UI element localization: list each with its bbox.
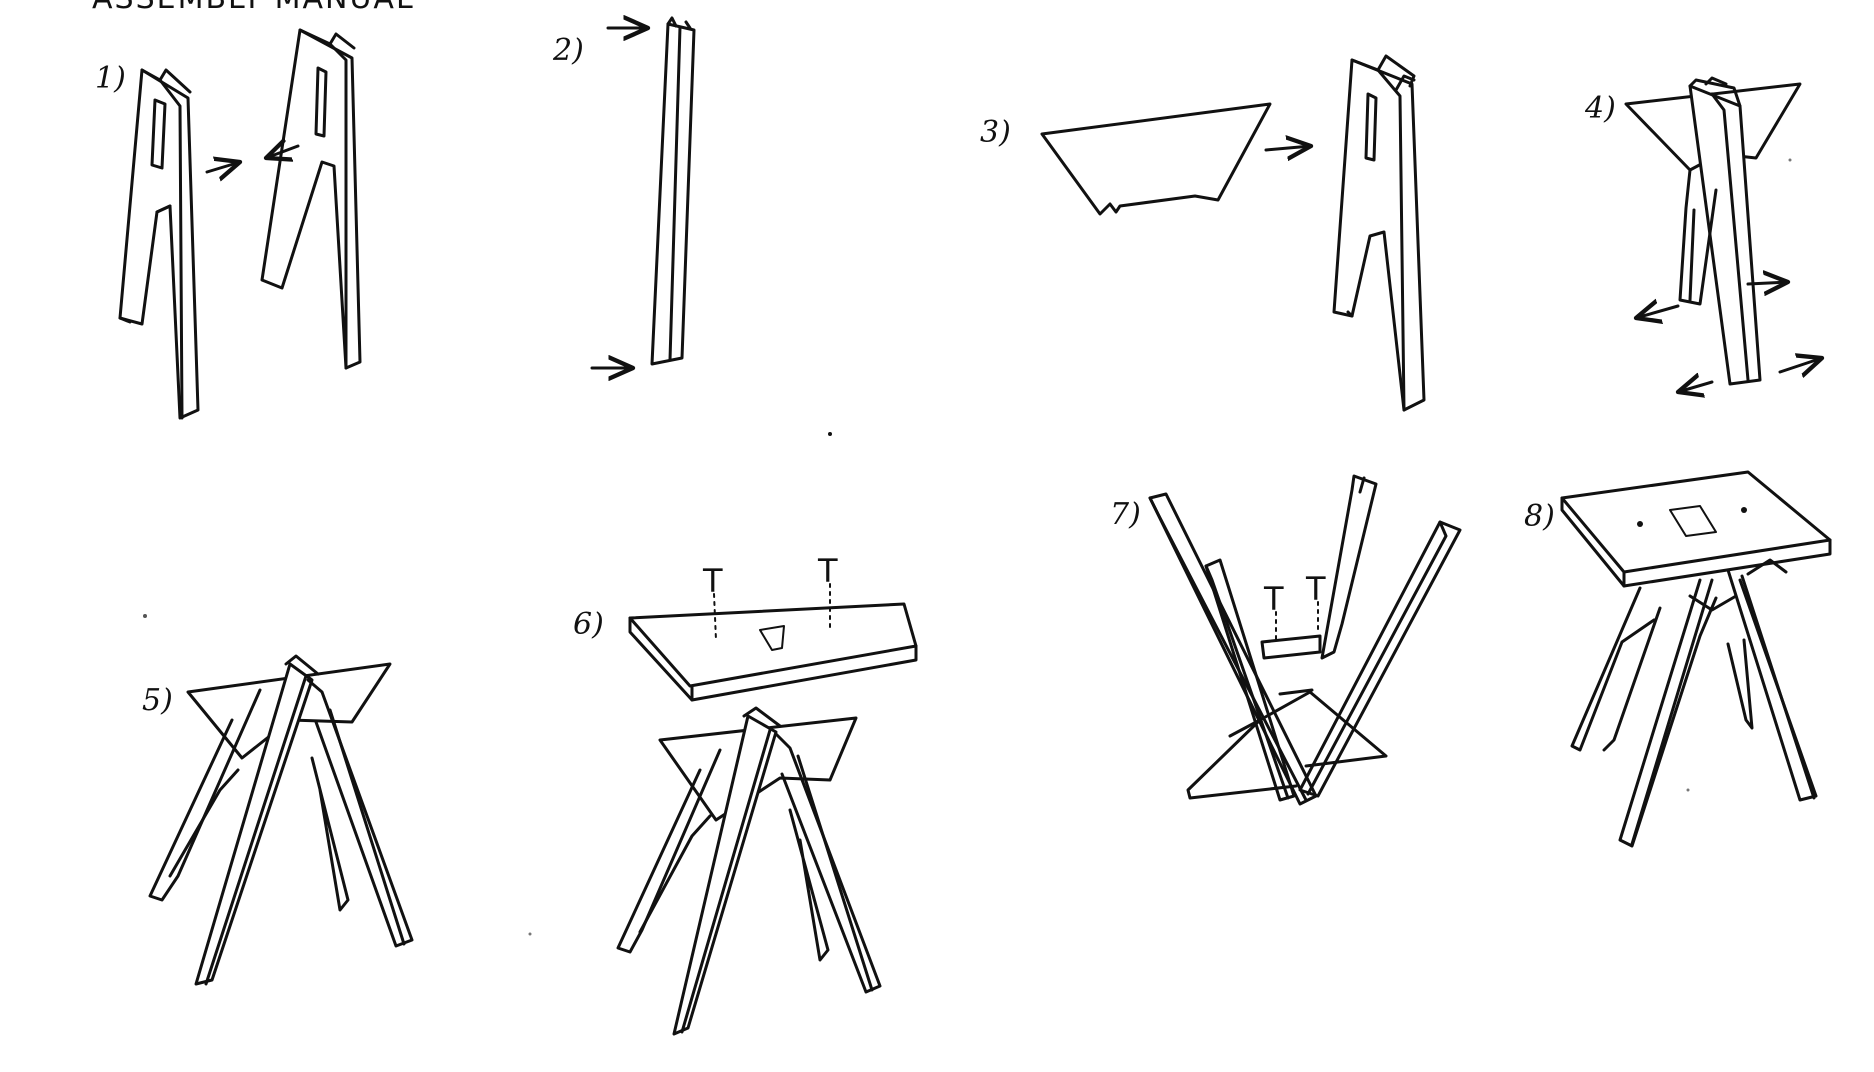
screw-label: T — [817, 552, 838, 590]
arrow-icon — [1264, 146, 1311, 150]
arrow-icon — [1778, 358, 1822, 372]
leg-piece-left — [118, 68, 200, 420]
leg-with-brace — [1624, 76, 1802, 386]
step-7: 7) T T — [1110, 474, 1462, 806]
step-6-number: 6) — [573, 607, 604, 642]
step-5: 5) — [142, 654, 414, 986]
screw-icon: T — [1263, 580, 1284, 641]
leg-assembly-pair — [1332, 54, 1426, 412]
screw-label: T — [1305, 570, 1326, 608]
screw-icon: T — [1305, 570, 1326, 633]
screw-icon: T — [817, 552, 838, 629]
step-8: 8) — [1524, 470, 1832, 848]
triangle-brace — [1040, 102, 1272, 216]
step-4: 4) — [1584, 76, 1822, 392]
arrow-icon — [205, 162, 240, 172]
step-2: 2) — [552, 16, 696, 368]
inverted-base — [1148, 474, 1462, 806]
step-3-number: 3) — [980, 115, 1011, 150]
assembled-base — [148, 654, 414, 986]
screw-label: T — [702, 562, 723, 600]
paper-specks — [143, 158, 1792, 936]
screw-icon: T — [702, 562, 723, 641]
assembled-base — [616, 706, 882, 1036]
finished-stool — [1560, 470, 1832, 848]
step-2-number: 2) — [552, 33, 584, 68]
step-7-number: 7) — [1110, 497, 1141, 532]
arrow-icon — [1746, 282, 1788, 284]
step-4-number: 4) — [1584, 91, 1616, 126]
screw-label: T — [1263, 580, 1284, 618]
manual-title: ASSEMBLY MANUAL — [92, 0, 415, 16]
step-1-number: 1) — [95, 61, 126, 96]
beam-piece — [650, 16, 696, 366]
arrow-icon — [1636, 306, 1680, 318]
leg-piece-right — [260, 28, 362, 370]
step-5-number: 5) — [142, 683, 173, 718]
seat-board — [628, 602, 918, 702]
step-6: 6) T T — [573, 552, 918, 1036]
step-3: 3) — [980, 54, 1426, 412]
step-8-number: 8) — [1524, 499, 1555, 534]
arrow-icon — [1678, 382, 1714, 392]
step-1: 1) — [95, 28, 362, 420]
